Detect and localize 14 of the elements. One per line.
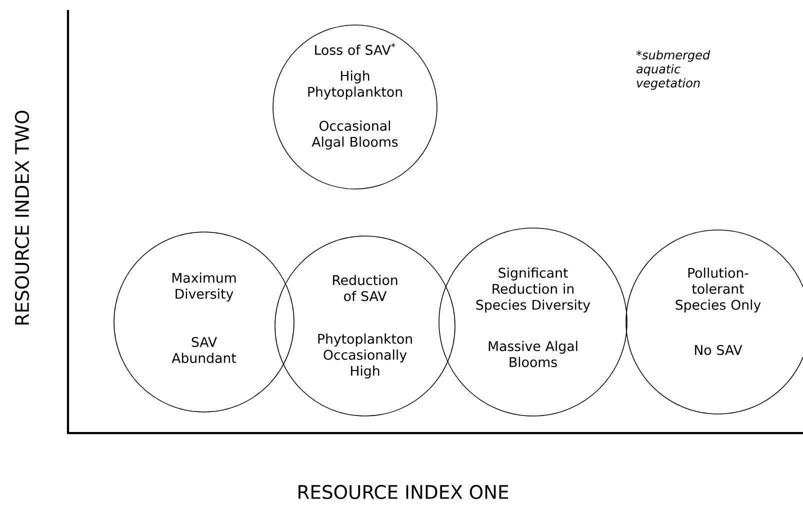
circle-text: No SAV — [694, 344, 742, 356]
circle-text: High Phytoplankton — [308, 70, 402, 100]
axis-label: RESOURCE INDEX ONE — [298, 484, 508, 500]
footnote: *submerged aquatic vegetation — [636, 50, 710, 90]
circle-text: Massive Algal Blooms — [488, 340, 578, 368]
circle-text: Loss of SAV$^{*}$ — [315, 43, 396, 55]
circle-text: Occasional Algal Blooms — [312, 120, 398, 150]
axis-label: RESOURCE INDEX TWO — [14, 110, 30, 324]
circle-text: Pollution-tolerant Species Only — [676, 268, 761, 312]
circle-text: Phytoplankton Occasionally High — [318, 334, 412, 378]
circle-text: Reduction of SAV — [333, 274, 398, 302]
circle-text: Significant Reduction in Species Diversity — [476, 268, 590, 312]
circle-text: Maximum Diversity — [172, 272, 236, 302]
circle-text: SAV Abundant — [172, 336, 236, 364]
